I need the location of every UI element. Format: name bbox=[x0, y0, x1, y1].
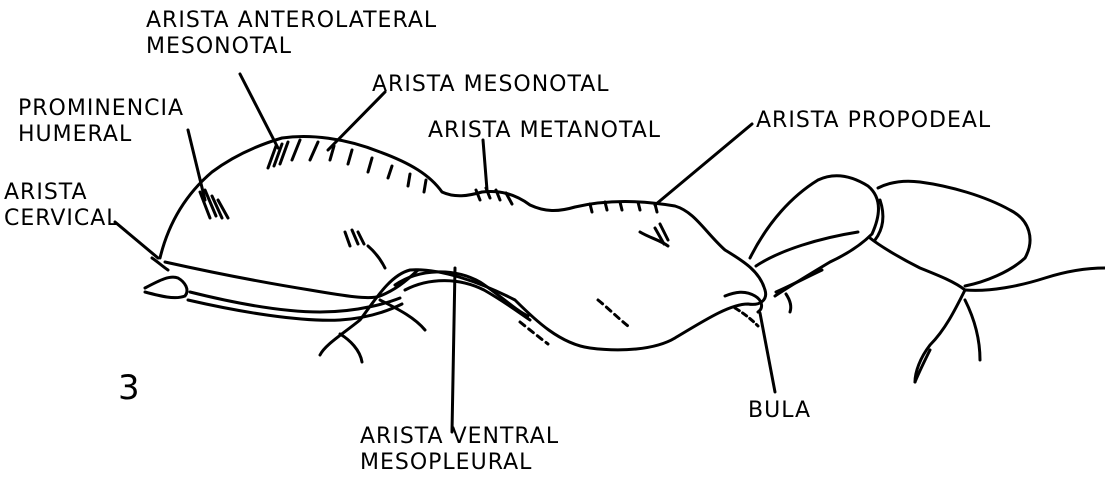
leader-anterolateral bbox=[240, 74, 278, 148]
ventral-carina-line-2 bbox=[405, 281, 530, 320]
label-ventral-mesopleural: ARISTA VENTRAL MESOPLEURAL bbox=[360, 424, 559, 476]
figure-number: 3 bbox=[118, 368, 140, 408]
label-propodeal: ARISTA PROPODEAL bbox=[756, 108, 991, 134]
leader-mesonotal bbox=[328, 92, 385, 150]
leader-cervical bbox=[115, 222, 158, 258]
leader-ventral bbox=[452, 268, 455, 432]
label-ventral-mesopleural-line-1: ARISTA VENTRAL bbox=[360, 424, 559, 450]
label-anterolateral-mesonotal-line-2: MESONOTAL bbox=[146, 34, 437, 60]
label-cervical-line-1: ARISTA bbox=[4, 180, 120, 206]
leader-bula bbox=[760, 313, 775, 392]
label-prominencia-humeral-line-1: PROMINENCIA bbox=[18, 96, 184, 122]
label-prominencia-humeral-line-2: HUMERAL bbox=[18, 122, 184, 148]
cervical-stub bbox=[145, 277, 187, 298]
label-metanotal: ARISTA METANOTAL bbox=[428, 118, 661, 144]
body-outline bbox=[160, 137, 766, 355]
leader-propodeal bbox=[655, 124, 752, 205]
label-mesonotal: ARISTA MESONOTAL bbox=[372, 72, 610, 98]
label-anterolateral-mesonotal: ARISTA ANTEROLATERAL MESONOTAL bbox=[146, 8, 437, 60]
label-bula: BULA bbox=[748, 398, 811, 424]
leader-humeral bbox=[188, 130, 205, 200]
label-ventral-mesopleural-line-2: MESOPLEURAL bbox=[360, 450, 559, 476]
leader-metanotal bbox=[483, 140, 487, 190]
petiole-outline bbox=[750, 176, 878, 296]
label-cervical-line-2: CERVICAL bbox=[4, 206, 120, 232]
label-cervical: ARISTA CERVICAL bbox=[4, 180, 120, 232]
label-anterolateral-mesonotal-line-1: ARISTA ANTEROLATERAL bbox=[146, 8, 437, 34]
label-prominencia-humeral: PROMINENCIA HUMERAL bbox=[18, 96, 184, 148]
gaster-outline bbox=[878, 181, 1030, 286]
